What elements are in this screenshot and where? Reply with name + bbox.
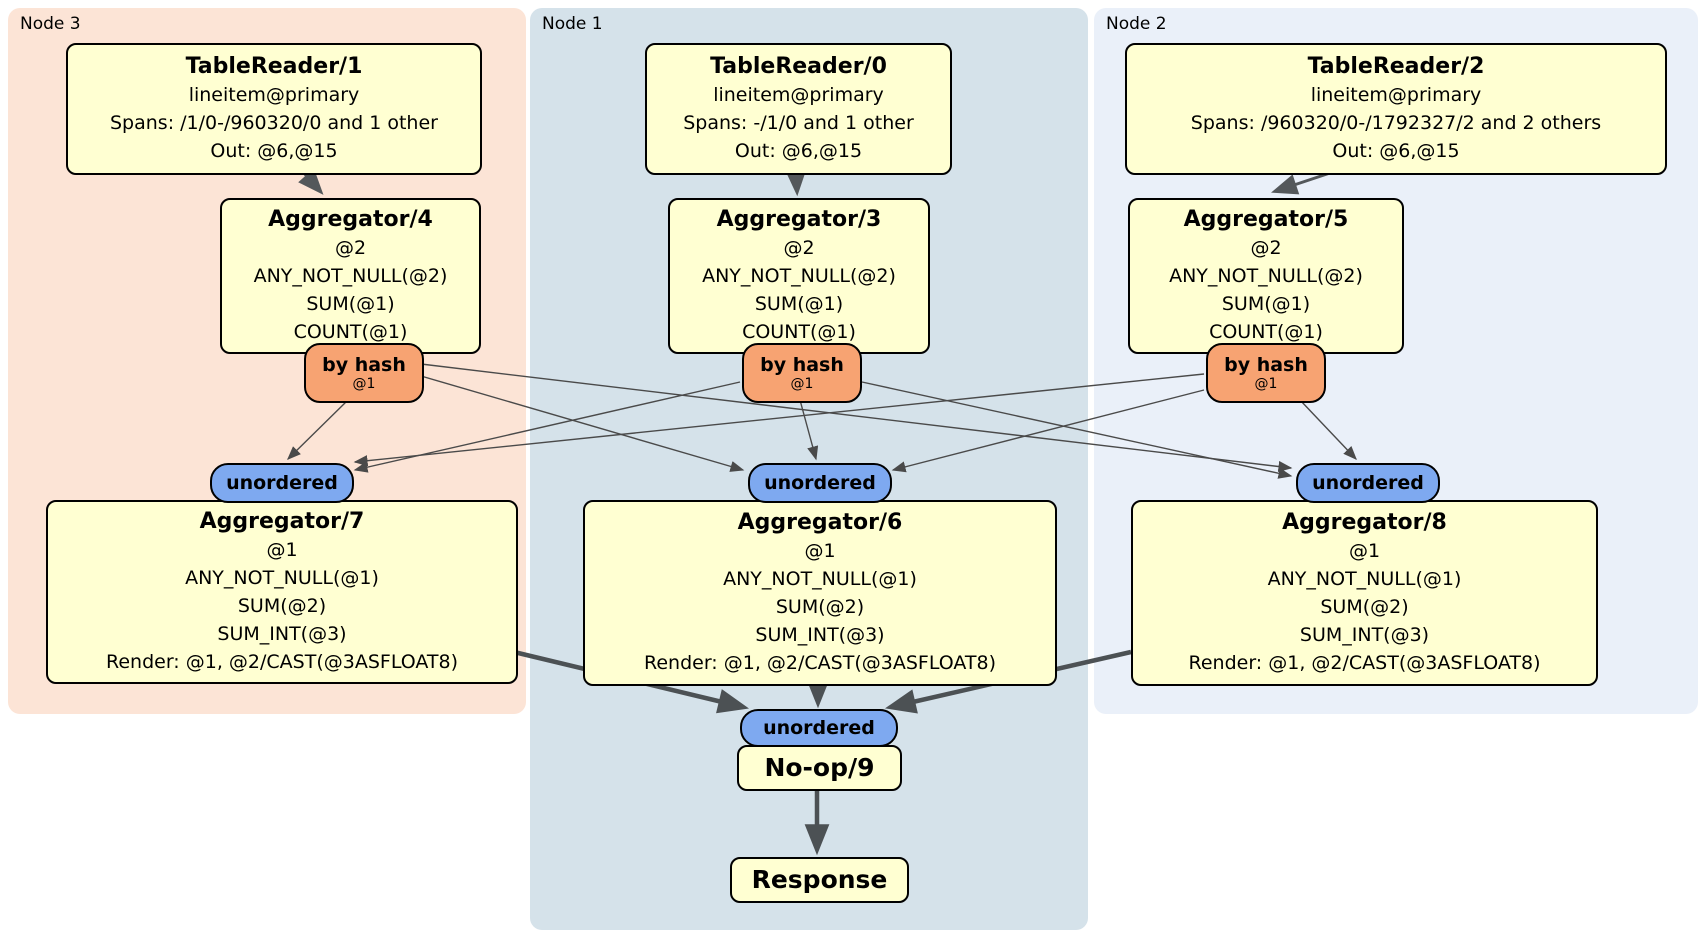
unordered-label-node2: unordered [1312,472,1424,494]
aggregator-6-fn3: SUM_INT(@3) [755,624,885,646]
aggregator-7-fn2: SUM(@2) [237,595,327,617]
tablereader-1-box: TableReader/1 lineitem@primary Spans: /1… [66,43,482,175]
aggregator-7-fn1: ANY_NOT_NULL(@1) [185,567,379,589]
edge-tablereader1-aggregator4 [298,168,324,195]
aggregator-6-box: Aggregator/6 @1 ANY_NOT_NULL(@1) SUM(@2)… [583,500,1057,686]
edge-tablereader2-aggregator5 [1271,171,1331,195]
aggregator-3-fn2: SUM(@1) [754,293,844,315]
aggregator-3-title: Aggregator/3 [716,207,882,232]
aggregator-5-fn2: SUM(@1) [1221,293,1311,315]
aggregator-3-box: Aggregator/3 @2 ANY_NOT_NULL(@2) SUM(@1)… [668,198,930,354]
by-hash-label-node1: by hash [760,354,844,376]
final-unordered-label: unordered [763,717,875,739]
response-box: Response [730,857,909,903]
edge-byhash5-unordered8 [1299,399,1357,461]
aggregator-4-fn3: COUNT(@1) [293,321,408,343]
aggregator-5-box: Aggregator/5 @2 ANY_NOT_NULL(@2) SUM(@1)… [1128,198,1404,354]
aggregator-8-title: Aggregator/8 [1282,510,1447,535]
edge-byhash5-unordered7 [353,373,1205,467]
aggregator-8-render: Render: @1, @2/CAST(@3ASFLOAT8) [1188,652,1541,674]
aggregator-7-box: Aggregator/7 @1 ANY_NOT_NULL(@1) SUM(@2)… [46,500,518,684]
tablereader-0-box: TableReader/0 lineitem@primary Spans: -/… [645,43,952,175]
tablereader-2-box: TableReader/2 lineitem@primary Spans: /9… [1125,43,1667,175]
aggregator-3-fn3: COUNT(@1) [742,321,856,343]
by-hash-cols-node3: @1 [352,376,376,392]
aggregator-4-box: Aggregator/4 @2 ANY_NOT_NULL(@2) SUM(@1)… [220,198,481,354]
aggregator-4-fn1: ANY_NOT_NULL(@2) [253,265,448,287]
aggregator-7-title: Aggregator/7 [199,509,365,534]
edge-tablereader0-aggregator3 [785,169,807,197]
tablereader-0-index: lineitem@primary [713,84,884,106]
aggregator-7-fn3: SUM_INT(@3) [217,623,347,645]
by-hash-cols-node1: @1 [790,376,814,392]
final-unordered-badge: unordered [740,709,898,747]
aggregator-6-title: Aggregator/6 [737,510,903,535]
tablereader-0-out: Out: @6,@15 [734,140,863,162]
node3-region-label: Node 3 [20,14,81,34]
aggregator-8-group-cols: @1 [1348,540,1381,562]
aggregator-6-group-cols: @1 [804,540,836,562]
aggregator-4-title: Aggregator/4 [268,207,433,232]
tablereader-2-index: lineitem@primary [1310,84,1482,106]
edge-byhash4-unordered8 [420,363,1293,473]
aggregator-5-fn3: COUNT(@1) [1209,321,1323,343]
unordered-badge-node2: unordered [1296,463,1440,503]
by-hash-label-node2: by hash [1224,354,1308,376]
response-title: Response [751,865,888,894]
by-hash-badge-node3: by hash @1 [304,343,424,403]
tablereader-2-spans: Spans: /960320/0-/1792327/2 and 2 others [1190,112,1602,134]
unordered-badge-node1: unordered [748,463,892,503]
tablereader-1-spans: Spans: /1/0-/960320/0 and 1 other [110,112,438,134]
tablereader-0-title: TableReader/0 [710,54,887,79]
edge-byhash4-unordered6 [420,375,745,472]
aggregator-4-fn2: SUM(@1) [306,293,395,315]
aggregator-3-group-cols: @2 [783,237,815,259]
edge-byhash3-unordered6 [799,399,819,461]
edge-byhash5-unordered6 [891,389,1205,473]
edge-byhash4-unordered7 [287,399,349,460]
aggregator-4-group-cols: @2 [334,237,367,259]
aggregator-5-fn1: ANY_NOT_NULL(@2) [1169,265,1363,287]
by-hash-label-node3: by hash [322,354,406,376]
tablereader-2-out: Out: @6,@15 [1332,140,1460,162]
unordered-label-node1: unordered [764,472,876,494]
tablereader-0-spans: Spans: -/1/0 and 1 other [683,112,914,134]
by-hash-badge-node1: by hash @1 [742,343,862,403]
unordered-label-node3: unordered [226,472,338,494]
noop-9-box: No-op/9 [737,745,902,791]
aggregator-5-group-cols: @2 [1250,237,1282,259]
tablereader-1-index: lineitem@primary [188,84,360,106]
aggregator-8-box: Aggregator/8 @1 ANY_NOT_NULL(@1) SUM(@2)… [1131,500,1598,686]
tablereader-2-title: TableReader/2 [1307,54,1485,79]
aggregator-8-fn1: ANY_NOT_NULL(@1) [1267,568,1462,590]
node2-region-label: Node 2 [1106,14,1167,34]
aggregator-8-fn3: SUM_INT(@3) [1299,624,1430,646]
aggregator-5-title: Aggregator/5 [1183,207,1349,232]
aggregator-6-fn1: ANY_NOT_NULL(@1) [723,568,917,590]
tablereader-1-title: TableReader/1 [185,54,363,79]
by-hash-cols-node2: @1 [1254,376,1278,392]
aggregator-8-fn2: SUM(@2) [1320,596,1409,618]
aggregator-6-fn2: SUM(@2) [775,596,865,618]
edge-byhash3-unordered8 [861,381,1293,479]
unordered-badge-node3: unordered [210,463,354,503]
aggregator-6-render: Render: @1, @2/CAST(@3ASFLOAT8) [644,652,996,674]
by-hash-badge-node2: by hash @1 [1206,343,1326,403]
noop-9-title: No-op/9 [764,753,875,782]
aggregator-7-group-cols: @1 [266,539,298,561]
aggregator-3-fn1: ANY_NOT_NULL(@2) [702,265,896,287]
aggregator-7-render: Render: @1, @2/CAST(@3ASFLOAT8) [106,651,458,673]
node1-region-label: Node 1 [542,14,603,34]
tablereader-1-out: Out: @6,@15 [210,140,338,162]
